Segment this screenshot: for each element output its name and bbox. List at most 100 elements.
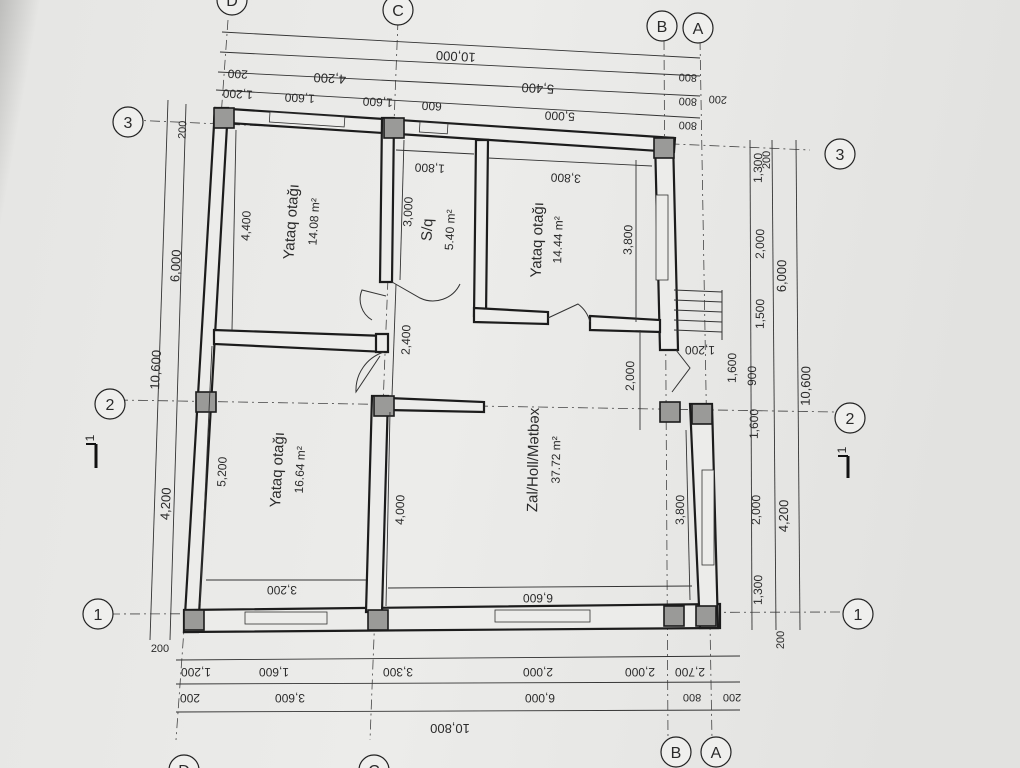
axis-label: A — [711, 745, 722, 762]
door-bedroom-left — [355, 351, 385, 394]
window-top-1 — [268, 111, 346, 128]
column — [691, 403, 713, 425]
column — [663, 605, 685, 627]
door-bedroom-top — [359, 289, 387, 321]
dim-label: 3,300 — [383, 665, 413, 679]
window-bottom-1 — [244, 611, 328, 625]
dim-label: 6,000 — [774, 260, 790, 293]
dim-label: 3,800 — [550, 170, 581, 186]
axis-label: B — [671, 745, 682, 762]
room-name: Zal/Holl/Mətbəx — [524, 407, 543, 512]
room-name: Yataq otağı — [280, 183, 302, 260]
axis-bubble-A-bottom: A — [700, 736, 732, 768]
room-bathroom: S/q 5.40 m² — [418, 209, 458, 250]
wall-bedroom-divider — [212, 328, 388, 354]
room-hall: Zal/Holl/Mətbəx 37.72 m² — [524, 407, 563, 512]
section-mark-label: 1 — [83, 434, 97, 441]
door-entrance — [671, 349, 691, 393]
dim-label: 5,400 — [521, 80, 554, 97]
dim-label: 1,800 — [414, 160, 445, 176]
dim-label: 4,200 — [313, 70, 346, 87]
dims-right: 10,600 6,000 4,200 1,300 2,000 1,500 1,2… — [685, 151, 814, 650]
wall-node — [374, 332, 390, 354]
dim-label: 6,000 — [525, 691, 555, 705]
dim-label: 800 — [678, 95, 697, 108]
room-bedroom-right: Yataq otağı 14.44 m² — [528, 202, 566, 278]
room-area: 5.40 m² — [442, 209, 458, 250]
dim-label: 200 — [177, 120, 190, 139]
axis-label: C — [368, 763, 380, 768]
dim-label: 4,200 — [157, 487, 174, 520]
axis-line-A — [699, 39, 713, 741]
axis-label: 1 — [854, 607, 863, 624]
column — [695, 605, 717, 627]
room-area: 14.44 m² — [550, 216, 566, 264]
room-name: Yataq otağı — [267, 432, 288, 508]
room-area: 37.72 m² — [549, 436, 564, 484]
dim-label: 2,000 — [523, 665, 553, 679]
dim-label: 1,200 — [685, 343, 715, 357]
dim-label: 10,800 — [430, 721, 470, 736]
column — [367, 609, 389, 631]
dim-label: 200 — [723, 691, 741, 703]
wall-hall-stub — [386, 396, 486, 414]
room-bedroom-top: Yataq otağı 14.08 m² — [280, 183, 322, 260]
dim-label: 1,600 — [725, 352, 740, 383]
dim-label: 1,600 — [747, 408, 762, 439]
room-labels: Yataq otağı 14.08 m² Yataq otağı 16.64 m… — [267, 183, 566, 512]
dim-label: 800 — [678, 71, 697, 84]
dim-label: 2,000 — [753, 228, 768, 259]
axis-bubble-B-top: B — [646, 10, 678, 42]
axis-bubble-2-right: 2 — [834, 402, 866, 434]
section-mark-right: 1 — [835, 446, 850, 478]
dim-label: 200 — [180, 691, 200, 705]
column — [659, 401, 681, 423]
dim-label: 1,500 — [753, 298, 768, 329]
axis-label: 2 — [106, 397, 115, 414]
dim-label: 200 — [227, 66, 248, 81]
axis-label: 3 — [836, 147, 845, 164]
axis-label: 1 — [94, 607, 103, 624]
axis-bubble-D-top: D — [216, 0, 248, 16]
wall-left-outer — [182, 106, 230, 634]
dim-label: 800 — [678, 119, 697, 132]
axis-label: 2 — [846, 411, 855, 428]
dim-label: 4,400 — [238, 210, 254, 241]
dim-label: 3,200 — [267, 583, 297, 597]
dimension-lines — [149, 31, 801, 713]
dim-label: 2,400 — [398, 324, 413, 355]
dim-label: 6,600 — [523, 591, 553, 605]
dims-bottom: 1,200 1,600 3,300 2,000 2,000 2,700 200 … — [180, 665, 742, 736]
room-name: Yataq otağı — [528, 202, 548, 278]
dim-label: 2,000 — [625, 665, 655, 679]
column — [195, 391, 217, 413]
axis-bubble-C-bottom: C — [358, 754, 390, 768]
entrance-steps — [673, 289, 723, 340]
dims-top: 10,000 200 4,200 5,400 1,200 1,600 1,600… — [222, 48, 575, 124]
column — [383, 117, 405, 139]
dim-label: 600 — [421, 98, 442, 113]
window-right-2 — [701, 469, 715, 566]
room-area: 14.08 m² — [305, 198, 322, 246]
dims-right-small: 800 800 800 200 — [678, 71, 727, 132]
dim-label: 200 — [775, 631, 787, 650]
dim-label: 2,000 — [749, 494, 764, 525]
wall-bedright-bottom-b — [588, 314, 662, 334]
dim-label: 800 — [683, 691, 701, 703]
axis-bubble-1-left: 1 — [82, 598, 114, 630]
door-bedroom-right — [547, 303, 591, 323]
column — [373, 395, 395, 417]
dims-left: 10,600 6,000 4,200 200 200 — [147, 120, 190, 655]
dim-label: 10,000 — [436, 48, 476, 65]
wall-bath-right — [472, 138, 490, 318]
dim-label: 200 — [151, 643, 169, 655]
room-area: 16.64 m² — [292, 446, 308, 494]
dim-label: 3,800 — [673, 494, 688, 525]
dim-label: 2,000 — [623, 360, 638, 391]
window-top-2 — [418, 121, 449, 135]
axis-bubble-C-top: C — [382, 0, 414, 26]
dim-label: 1,200 — [181, 665, 211, 679]
section-mark-left: 1 — [83, 434, 98, 468]
